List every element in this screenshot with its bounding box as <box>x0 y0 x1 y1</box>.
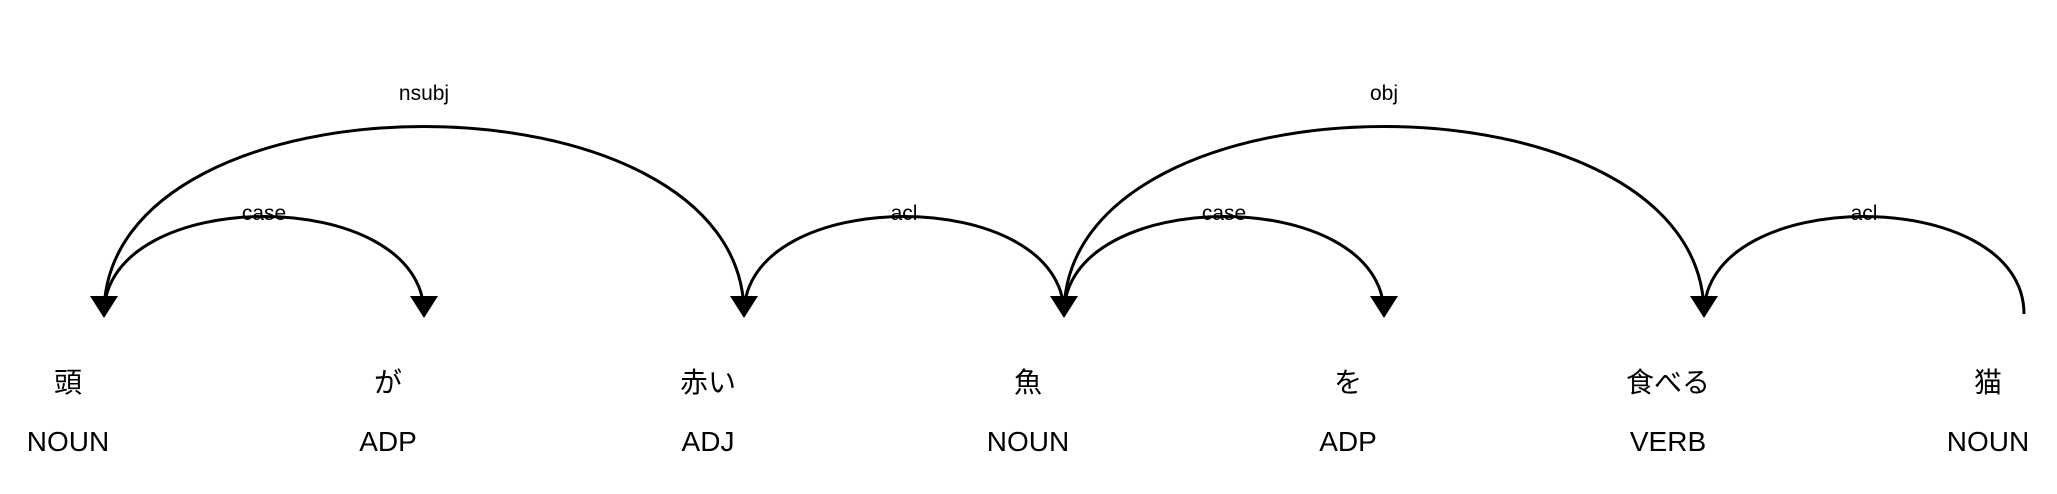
arc-line <box>1702 215 2026 315</box>
token-word: 赤い <box>680 366 736 399</box>
token-tag: NOUN <box>27 426 109 457</box>
arcs-layer: case nsubj acl case obj acl <box>90 82 2026 318</box>
arc-line <box>1062 215 1386 315</box>
arc-label: acl <box>1851 202 1878 225</box>
token: が ADP <box>359 366 417 457</box>
token: 頭 NOUN <box>27 366 109 457</box>
arc-label: nsubj <box>399 82 449 105</box>
arc-acl: acl <box>730 202 1066 318</box>
arrowhead-icon <box>1690 296 1718 318</box>
arrowhead-icon <box>90 296 118 318</box>
token-tag: NOUN <box>987 426 1069 457</box>
token-word: 魚 <box>1014 366 1042 399</box>
arc-nsubj: nsubj <box>90 82 746 318</box>
token-tag: ADP <box>359 426 417 457</box>
token-word: 頭 <box>54 366 82 399</box>
arc-label: obj <box>1370 82 1398 105</box>
token: 猫 NOUN <box>1947 366 2029 457</box>
arc-label: case <box>1202 202 1246 225</box>
arc-line <box>742 215 1066 315</box>
arrowhead-icon <box>1370 296 1398 318</box>
arc-case: case <box>102 202 438 318</box>
token: 赤い ADJ <box>680 366 736 457</box>
token-tag: VERB <box>1630 426 1706 457</box>
token-word: 食べる <box>1626 366 1710 399</box>
token-tag: NOUN <box>1947 426 2029 457</box>
arc-obj: obj <box>1050 82 1706 318</box>
token-tag: ADJ <box>682 426 735 457</box>
arc-label: acl <box>891 202 918 225</box>
arc-line <box>102 125 746 315</box>
tokens-layer: 頭 NOUN が ADP 赤い ADJ 魚 NOUN を ADP 食べる VERB 猫 NOUN <box>27 366 2029 457</box>
token-word: を <box>1334 366 1362 399</box>
arc-line <box>102 215 426 315</box>
arc-acl: acl <box>1690 202 2026 318</box>
token: 魚 NOUN <box>987 366 1069 457</box>
arrowhead-icon <box>1050 296 1078 318</box>
token: を ADP <box>1319 366 1377 457</box>
token-word: が <box>374 366 402 399</box>
token: 食べる VERB <box>1626 366 1710 457</box>
arc-case: case <box>1062 202 1398 318</box>
token-word: 猫 <box>1974 366 2002 399</box>
arc-line <box>1062 125 1706 315</box>
arc-label: case <box>242 202 286 225</box>
arrowhead-icon <box>410 296 438 318</box>
token-tag: ADP <box>1319 426 1377 457</box>
arrowhead-icon <box>730 296 758 318</box>
